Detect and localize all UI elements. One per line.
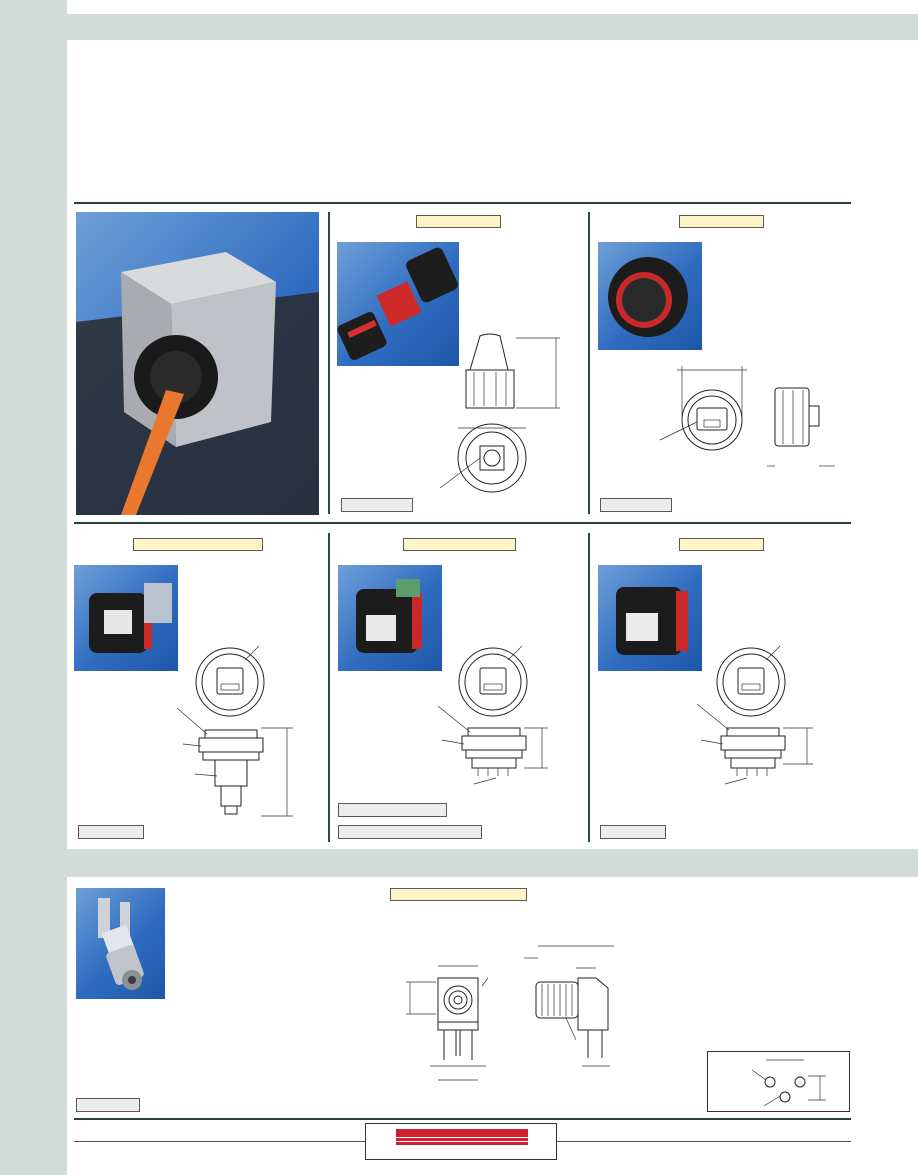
part-number-box-cap	[600, 498, 672, 512]
middle-band	[67, 849, 918, 877]
section-top-rule	[74, 202, 851, 204]
cap-drawing	[659, 366, 835, 467]
product-label-jack-pcb	[403, 538, 516, 551]
part-number-box-f-connector	[76, 1098, 140, 1112]
jack-rj45-photo	[598, 565, 702, 671]
jack-pcb-photo-art	[356, 579, 422, 653]
part-number-box-plug	[341, 498, 413, 512]
jack-idc-photo	[74, 565, 178, 671]
plug-photo-art	[337, 247, 458, 361]
keystone-logo	[396, 1129, 528, 1145]
jack-idc-photo-art	[89, 583, 172, 653]
plug-photo	[337, 242, 459, 366]
jack-pcb-photo	[338, 565, 442, 671]
product-label-cap	[679, 215, 764, 228]
top-band	[67, 14, 918, 40]
hero-photo-art	[76, 252, 319, 515]
f-connector-photo	[76, 888, 165, 999]
jack-pcb-drawing	[437, 645, 548, 785]
product-label-f-connector	[390, 888, 527, 901]
col-separator-2	[588, 212, 590, 514]
part-number-box-jack-pcb-a	[338, 803, 447, 817]
hero-photo	[76, 212, 319, 515]
col-separator-3	[328, 533, 330, 842]
f-connector-side-drawing	[524, 945, 614, 1067]
plug-drawing	[439, 333, 560, 493]
product-label-jack-idc	[133, 538, 263, 551]
part-number-box-jack-rj45	[600, 825, 666, 839]
col-separator-1	[328, 212, 330, 514]
cap-photo	[598, 242, 702, 350]
jack-rj45-drawing	[696, 645, 813, 785]
jack-idc-drawing	[176, 645, 293, 817]
col-separator-4	[588, 533, 590, 842]
f-connector-photo-art	[98, 898, 144, 990]
footer-rule-top	[74, 1118, 851, 1120]
left-margin-band	[0, 0, 67, 1175]
cap-photo-art	[608, 257, 688, 337]
part-number-box-jack-pcb-b	[338, 825, 482, 839]
pcb-layout-drawing	[751, 1059, 826, 1107]
product-label-jack-rj45	[679, 538, 764, 551]
pcb-layout-box	[707, 1051, 850, 1112]
section-middle-rule	[74, 522, 851, 524]
jack-rj45-photo-art	[616, 587, 688, 655]
f-connector-front-drawing	[406, 965, 489, 1081]
keystone-logo-box	[365, 1123, 557, 1160]
part-number-box-jack-idc	[78, 825, 144, 839]
product-label-plug	[416, 215, 501, 228]
